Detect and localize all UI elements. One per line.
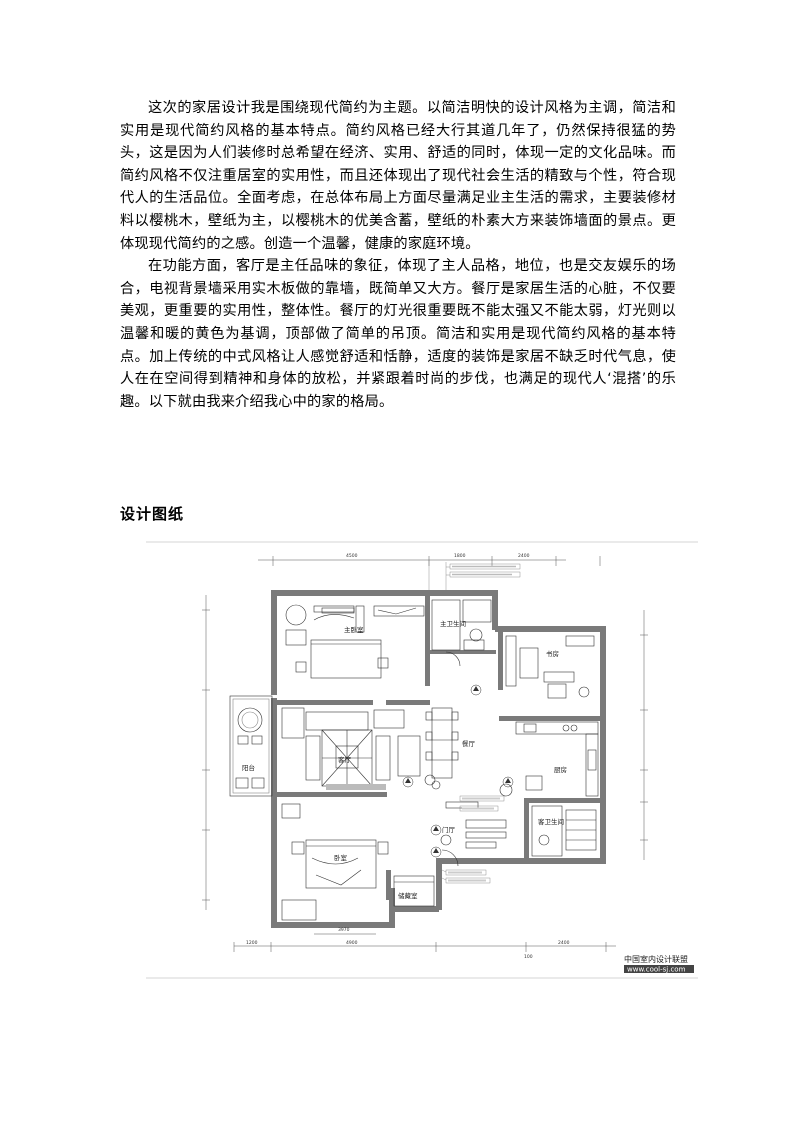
storage-outline [393,875,435,907]
room-label-guest-bath: 客卫生间 [538,817,564,826]
dim-bottom-1: 1200 [246,940,258,946]
master-bedroom-furniture [285,604,425,679]
watermark-title: 中国室内设计联盟 [624,954,688,964]
living-room-furniture [281,707,421,787]
section-heading: 设计图纸 [120,505,185,523]
room-label-kitchen: 厨房 [554,765,567,774]
paragraph-function: 在功能方面，客厅是主任品味的象征，体现了主人品格，地位，也是交友娱乐的场合，电视… [120,258,676,410]
dim-bottom-3: 2400 [558,940,570,946]
entrance-fixtures [431,780,507,867]
dim-bottom-inner: 3970 [338,927,350,933]
dim-bottom-4: 100 [524,954,533,960]
room-label-living-room: 客厅 [338,755,352,764]
master-bath-fixtures [431,599,492,667]
article-body: 这次的家居设计我是围绕现代简约为主题。以简洁明快的设计风格为主调，简洁和实用是现… [120,97,676,413]
dim-top-2: 1800 [454,553,466,559]
floor-plan-drawing: 4500 1800 2400 [146,541,698,979]
bedroom-furniture [281,803,389,921]
balcony-area [229,695,273,797]
room-label-entrance: 门厅 [442,825,456,834]
watermark-url: www.cool-sj.com [627,966,686,974]
room-label-balcony: 阳台 [242,763,255,772]
room-label-storage: 储藏室 [398,891,418,900]
floor-plan-figure: 4500 1800 2400 [146,540,698,980]
dimension-bottom [233,933,616,952]
dim-bottom-2: 4900 [346,940,358,946]
study-furniture [505,635,595,699]
watermark-url-bar [624,965,694,973]
dim-top-3: 2400 [518,553,530,559]
room-label-dining-room: 餐厅 [462,739,476,748]
dim-top-1: 4500 [346,553,358,559]
room-label-bedroom: 卧室 [334,853,348,862]
walls [271,590,606,928]
tv-wall [326,784,386,790]
room-label-master-bedroom: 主卧室 [344,625,364,634]
kitchen-fixtures [499,721,599,797]
paragraph-intro: 这次的家居设计我是围绕现代简约为主题。以简洁明快的设计风格为主调，简洁和实用是现… [120,100,676,252]
room-label-study: 书房 [546,649,559,658]
guest-bath-fixtures [531,805,597,857]
dining-room-furniture [424,707,459,786]
room-label-master-bath: 主卫生间 [440,619,466,628]
